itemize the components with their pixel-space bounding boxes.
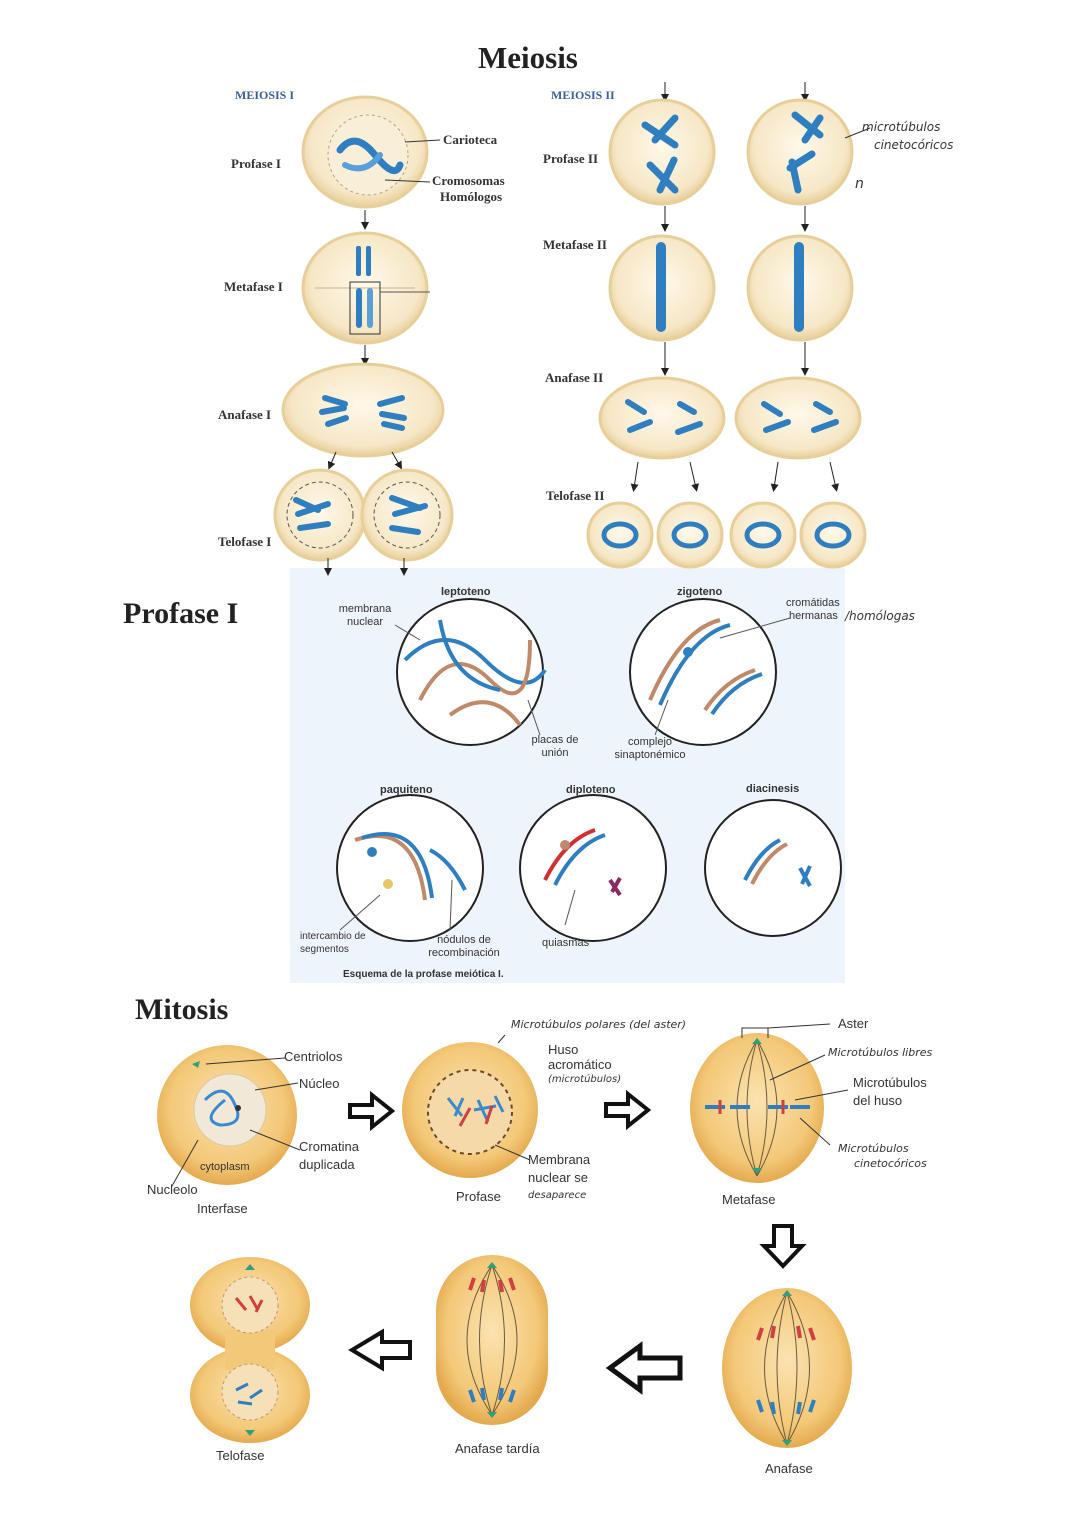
label-membrana-mitosis-line1: Membrana	[528, 1152, 591, 1167]
right-arrow-2	[604, 1089, 652, 1131]
stage-anafase-i: Anafase I	[218, 407, 272, 422]
stage-metafase: Metafase	[722, 1192, 776, 1207]
label-placas-union: placas de unión	[520, 734, 590, 760]
label-membrana-mitosis-line3: desaparece	[528, 1190, 587, 1201]
telofase-cell	[190, 1257, 310, 1443]
label-cytoplasm: cytoplasm	[200, 1161, 250, 1173]
label-homologos: Homólogos	[440, 189, 503, 204]
stage-anafase: Anafase	[765, 1461, 813, 1476]
stage-anafase-ii: Anafase II	[545, 370, 604, 385]
diploteno-diagram	[519, 794, 667, 942]
profase-title: Profase I	[123, 597, 239, 630]
note-microtubulo-polar: Microtúbulos polares (del aster)	[511, 1018, 687, 1031]
label-intercambio-line1: intercambio de	[300, 931, 366, 942]
substage-leptoteno: leptoteno	[441, 586, 491, 598]
profase-cell	[402, 1034, 538, 1178]
zigoteno-diagram	[629, 598, 791, 746]
label-membrana-mitosis-line2: nuclear se	[528, 1170, 588, 1185]
label-cromosomas: Cromosomas	[432, 173, 505, 188]
meiosis2-header: MEIOSIS II	[551, 88, 615, 102]
label-quiasmas: quiasmas	[542, 937, 590, 949]
label-intercambio: intercambio de segmentos	[300, 930, 366, 956]
note-n: n	[855, 176, 864, 192]
label-cromatidas: cromátidas	[786, 597, 840, 609]
label-nodulos: nódulos de recombinación	[418, 934, 510, 960]
label-huso: Huso acromático (microtúbulos)	[548, 1042, 621, 1087]
stage-profase-ii: Profase II	[543, 151, 599, 166]
label-cromatina: Cromatina duplicada	[299, 1138, 359, 1174]
stage-telofase: Telofase	[216, 1448, 265, 1463]
label-huso-line2: acromático	[548, 1057, 612, 1072]
label-huso-line3: (microtúbulos)	[548, 1074, 622, 1085]
stage-metafase-ii: Metafase II	[543, 237, 607, 252]
label-membrana-nuclear: membrana nuclear	[330, 603, 400, 629]
diacinesis-diagram	[704, 799, 842, 937]
anafase-tardia-cell	[436, 1255, 548, 1425]
anafase-cell	[722, 1288, 852, 1448]
profase-caption: Esquema de la profase meiótica I.	[343, 969, 504, 980]
label-aster: Aster	[838, 1016, 869, 1031]
label-micro-huso: Microtúbulos del huso	[853, 1074, 927, 1110]
label-membrana-line1: membrana	[338, 603, 392, 615]
stage-profase: Profase	[456, 1189, 501, 1204]
meiosis1-profase-cell	[301, 95, 441, 209]
label-complejo-sinaptonemico: complejo sinaptonémico	[600, 736, 700, 762]
mitosis-title: Mitosis	[135, 993, 229, 1026]
meiosis1-header: MEIOSIS I	[235, 88, 295, 102]
label-cromatina-line1: Cromatina	[299, 1139, 359, 1154]
substage-zigoteno: zigoteno	[677, 586, 723, 598]
label-micro-huso-line2: del huso	[853, 1093, 903, 1108]
metafase-cell	[690, 1023, 849, 1183]
meiosis1-metafase-cell	[301, 231, 430, 345]
note-micro-cineto-line1: Microtúbulos	[838, 1142, 909, 1155]
meiosis2-column-a	[586, 82, 726, 569]
stage-anafase-tardia: Anafase tardía	[455, 1441, 540, 1456]
left-arrow-1	[605, 1341, 683, 1395]
label-nodulos-line1: nódulos de	[437, 934, 491, 946]
stage-interfase: Interfase	[197, 1201, 248, 1216]
interfase-cell	[157, 1045, 301, 1187]
stage-profase-i: Profase I	[231, 156, 281, 171]
label-membrana-line2: nuclear	[346, 616, 384, 628]
note-micro-libres: Microtúbulos libres	[828, 1046, 933, 1059]
meiosis2-column-b	[729, 82, 867, 569]
meiosis1-anafase-cell	[281, 362, 445, 458]
stage-telofase-i: Telofase I	[218, 534, 272, 549]
label-intercambio-line2: segmentos	[300, 944, 349, 955]
leptoteno-diagram	[394, 598, 547, 746]
substage-diploteno: diploteno	[566, 784, 616, 796]
note-homologas: /homólogas	[845, 609, 915, 623]
stage-metafase-i: Metafase I	[224, 279, 283, 294]
label-cromatina-line2: duplicada	[299, 1157, 355, 1172]
down-arrow	[759, 1224, 807, 1269]
label-carioteca: Carioteca	[443, 132, 498, 147]
label-centriolos: Centriolos	[284, 1049, 343, 1064]
label-nodulos-line2: recombinación	[428, 947, 500, 959]
meiosis1-telofase-cells	[273, 468, 454, 562]
meiosis-title: Meiosis	[478, 40, 578, 75]
stage-telofase-ii: Telofase II	[546, 488, 605, 503]
substage-diacinesis: diacinesis	[746, 783, 800, 795]
label-complejo-line2: sinaptonémico	[614, 749, 686, 761]
right-arrow-1	[348, 1090, 396, 1132]
label-micro-huso-line1: Microtúbulos	[853, 1075, 927, 1090]
label-hermanas: hermanas	[789, 610, 838, 622]
left-arrow-2	[348, 1328, 412, 1372]
label-huso-line1: Huso	[548, 1042, 579, 1057]
paquiteno-diagram	[336, 794, 484, 942]
substage-paquiteno: paquiteno	[380, 784, 433, 796]
label-placas-line1: placas de	[531, 734, 579, 746]
label-complejo-line1: complejo	[627, 736, 673, 748]
label-membrana-mitosis: Membrana nuclear se desaparece	[528, 1151, 590, 1205]
note-microtubulos: microtúbulos	[862, 120, 941, 134]
micro-note-pointer	[844, 127, 871, 139]
note-micro-cineto: Microtúbulos cinetocóricos	[838, 1141, 927, 1171]
note-micro-cineto-line2: cinetocóricos	[854, 1157, 927, 1170]
label-nucleolo: Nucleolo	[147, 1182, 198, 1197]
note-cinetocoricos: cinetocóricos	[874, 138, 954, 152]
label-placas-line2: unión	[541, 747, 569, 759]
label-nucleo: Núcleo	[299, 1076, 340, 1091]
